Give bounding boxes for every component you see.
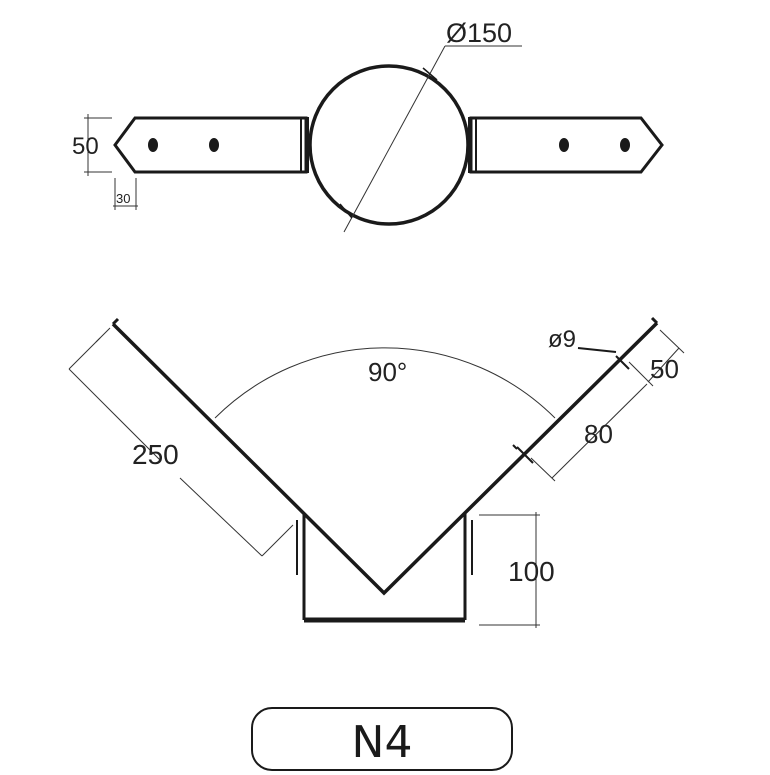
right-strap (468, 116, 664, 174)
strap-width-label: 50 (72, 133, 99, 160)
edge-to-hole-label: 50 (650, 354, 679, 384)
left-arm-tip (111, 317, 120, 326)
hole-spacing-dimension: 80 (530, 383, 648, 482)
right-strap-hole-inner (559, 138, 569, 152)
right-strap-hole-outer (620, 138, 630, 152)
sleeve (296, 514, 473, 623)
sleeve-height-dimension: 100 (479, 512, 555, 628)
arm-length-dimension: 250 (68, 327, 294, 557)
angle-arc (214, 347, 556, 419)
left-strap (113, 116, 309, 174)
angle-label: 90° (368, 357, 407, 387)
arm-length-label: 250 (132, 439, 179, 470)
edge-to-hole-dimension: 50 (628, 329, 685, 387)
pipe-circle (308, 64, 470, 226)
v-bracket (111, 321, 659, 596)
hole-label: ø9 (548, 326, 576, 353)
left-strap-hole-outer (148, 138, 158, 152)
point-length-label: 30 (116, 191, 130, 206)
hole-spacing-label: 80 (584, 419, 613, 449)
left-strap-hole-inner (209, 138, 219, 152)
diameter-dimension: Ø150 (339, 18, 522, 233)
sleeve-height-label: 100 (508, 556, 555, 587)
hole-dimension: ø9 (548, 326, 617, 353)
point-length-dimension: 30 (113, 178, 138, 210)
front-view: 90° ø9 50 (68, 316, 685, 628)
diameter-label: Ø150 (446, 18, 512, 48)
model-label: N4 (352, 717, 413, 768)
strap-width-dimension: 50 (72, 114, 112, 176)
model-badge: N4 (251, 707, 513, 771)
right-arm-tip (650, 316, 659, 325)
top-view: Ø150 50 30 (72, 18, 664, 233)
hole-markers (512, 355, 630, 464)
